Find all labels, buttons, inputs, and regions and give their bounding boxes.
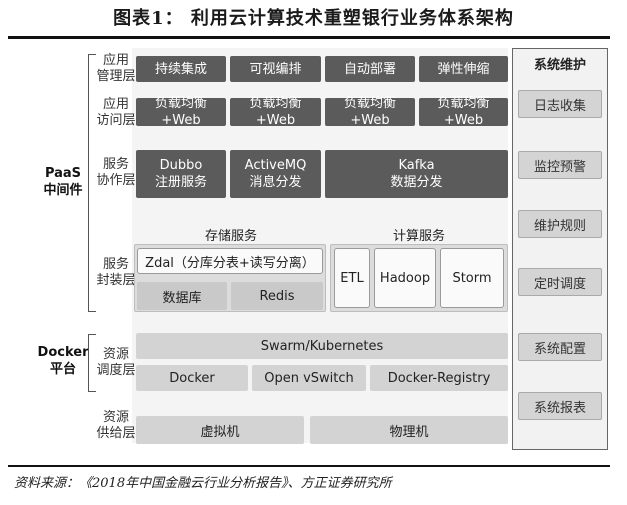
docker-label: Docker 平台: [37, 345, 89, 377]
app-mgmt-item: 弹性伸缩: [419, 56, 508, 82]
dubbo-box: Dubbo 注册服务: [136, 150, 226, 198]
layer-service-collab: 服务 协作层: [96, 157, 136, 188]
vm-box: 虚拟机: [136, 416, 304, 444]
etl-box: ETL: [334, 248, 370, 308]
paas-brace: [88, 54, 96, 312]
sidebar-item-log: 日志收集: [518, 90, 602, 118]
redis-box: Redis: [231, 282, 323, 310]
openvswitch-box: Open vSwitch: [252, 365, 366, 391]
sidebar-item-schedule: 定时调度: [518, 268, 602, 296]
layer-resource-sched: 资源 调度层: [96, 347, 136, 378]
zdal-box: Zdal（分库分表+读写分离）: [137, 248, 323, 274]
docker-box: Docker: [136, 365, 248, 391]
docker-brace: [88, 334, 96, 392]
database-box: 数据库: [137, 282, 227, 310]
activemq-box: ActiveMQ 消息分发: [230, 150, 321, 198]
sidebar-item-rules: 维护规则: [518, 210, 602, 238]
compute-title: 计算服务: [392, 229, 445, 244]
app-access-item: 负载均衡+Web: [419, 96, 508, 128]
sidebar-item-config: 系统配置: [518, 333, 602, 361]
app-access-item: 负载均衡+Web: [325, 96, 415, 128]
physical-machine-box: 物理机: [310, 416, 508, 444]
app-mgmt-item: 持续集成: [136, 56, 226, 82]
app-access-item: 负载均衡+Web: [136, 96, 226, 128]
top-rule: [8, 36, 610, 39]
storage-title: 存储服务: [204, 229, 257, 244]
kafka-box: Kafka 数据分发: [325, 150, 508, 198]
sidebar-item-monitor: 监控预警: [518, 151, 602, 179]
layer-app-mgmt: 应用 管理层: [96, 53, 136, 84]
sidebar-item-report: 系统报表: [518, 392, 602, 420]
figure-title: 图表1： 利用云计算技术重塑银行业务体系架构: [113, 8, 514, 29]
app-mgmt-item: 可视编排: [230, 56, 321, 82]
app-access-item: 负载均衡+Web: [230, 96, 321, 128]
source-note: 资料来源：《2018年中国金融云行业分析报告》、方正证券研究所: [14, 476, 392, 491]
bottom-rule: [8, 465, 610, 467]
paas-label: PaaS 中间件: [43, 166, 83, 198]
layer-app-access: 应用 访问层: [96, 97, 136, 128]
layer-resource-supply: 资源 供给层: [96, 410, 136, 441]
swarm-box: Swarm/Kubernetes: [136, 333, 508, 359]
hadoop-box: Hadoop: [374, 248, 436, 308]
storm-box: Storm: [440, 248, 504, 308]
layer-service-encap: 服务 封装层: [96, 257, 136, 288]
docker-registry-box: Docker-Registry: [370, 365, 508, 391]
sidebar-title: 系统维护: [533, 58, 586, 73]
app-mgmt-item: 自动部署: [325, 56, 415, 82]
